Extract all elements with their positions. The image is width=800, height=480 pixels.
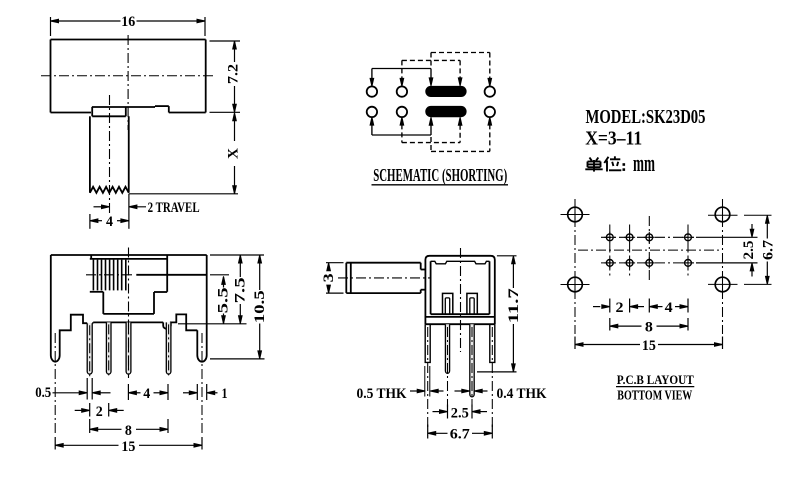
svg-text:0.5 THK: 0.5 THK xyxy=(357,386,407,402)
svg-text:8: 8 xyxy=(645,319,653,335)
svg-text:10.5: 10.5 xyxy=(252,290,268,323)
svg-text:3: 3 xyxy=(321,273,337,282)
svg-text:2: 2 xyxy=(616,300,624,316)
svg-text:mm: mm xyxy=(633,151,655,177)
svg-text:16: 16 xyxy=(121,14,135,30)
svg-text:SCHEMATIC (SHORTING): SCHEMATIC (SHORTING) xyxy=(373,165,507,185)
svg-text:2 TRAVEL: 2 TRAVEL xyxy=(148,200,200,216)
svg-text:X=3–11: X=3–11 xyxy=(585,128,642,150)
svg-text:BOTTOM VIEW: BOTTOM VIEW xyxy=(617,389,692,404)
svg-text:15: 15 xyxy=(121,439,135,455)
svg-text:15: 15 xyxy=(642,338,656,354)
svg-text:MODEL:SK23D05: MODEL:SK23D05 xyxy=(586,106,706,128)
svg-text:X: X xyxy=(226,148,242,159)
svg-text:4: 4 xyxy=(143,386,150,402)
svg-text:P.C.B LAYOUT: P.C.B LAYOUT xyxy=(617,372,694,387)
svg-text:1: 1 xyxy=(222,386,228,402)
svg-text:4: 4 xyxy=(665,300,674,316)
svg-text:0.5: 0.5 xyxy=(35,385,51,401)
svg-text:11.7: 11.7 xyxy=(506,288,522,324)
svg-text:2: 2 xyxy=(96,404,103,420)
svg-text:7.5: 7.5 xyxy=(233,277,249,303)
svg-text:0.4 THK: 0.4 THK xyxy=(497,386,547,402)
svg-text:4: 4 xyxy=(106,214,113,230)
svg-text:7.2: 7.2 xyxy=(225,64,241,84)
svg-text:2.5: 2.5 xyxy=(451,405,469,421)
svg-text:5.5: 5.5 xyxy=(216,287,232,313)
svg-text:6.7: 6.7 xyxy=(450,427,471,443)
svg-text:6.7: 6.7 xyxy=(760,239,776,260)
svg-text:2.5: 2.5 xyxy=(741,241,757,260)
svg-text:8: 8 xyxy=(125,423,132,439)
